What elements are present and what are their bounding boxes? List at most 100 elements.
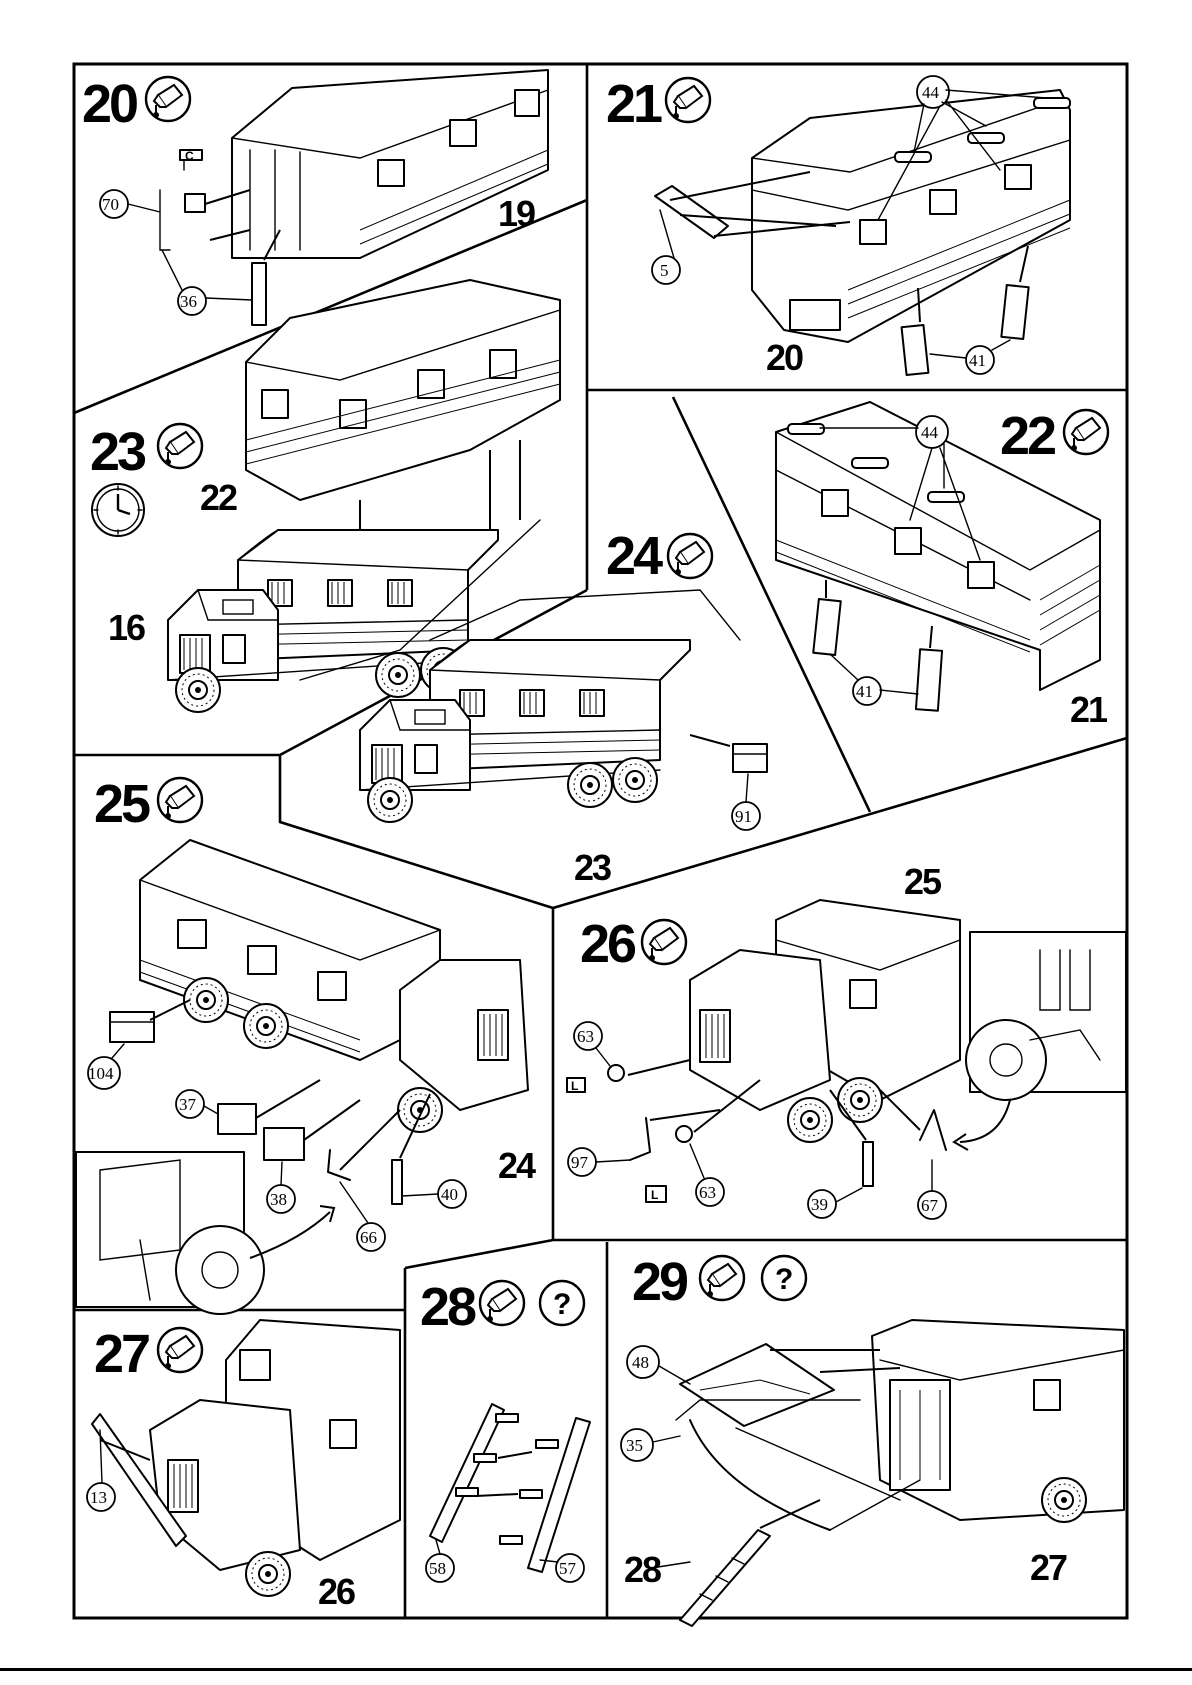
step-number: 23 [90,422,146,482]
part-104 [110,1000,190,1042]
step-number: 22 [1000,406,1055,466]
svg-text:41: 41 [856,682,873,701]
callout-67: 67 [918,1160,946,1219]
step-number: 24 [606,526,663,586]
callout-40: 40 [402,1180,466,1208]
step-28: 28 ? 58 57 [420,1277,590,1582]
glue-icon [668,534,712,578]
svg-text:5: 5 [660,261,669,280]
leader-28 [658,1562,690,1567]
clock-icon [92,484,144,536]
callout-70: 70 [100,190,160,218]
svg-text:91: 91 [735,807,752,826]
svg-text:66: 66 [360,1228,377,1247]
step-25: 25 [76,774,536,1314]
question-icon: ? [762,1256,806,1300]
step-26: 26 [567,861,1126,1219]
svg-text:36: 36 [180,292,197,311]
truck-assembly-26 [690,900,960,1142]
step-27: 27 13 26 [87,1320,400,1612]
svg-text:38: 38 [270,1190,287,1209]
assembly-label: 24 [498,1145,536,1186]
glue-icon [480,1281,524,1325]
step-number: 28 [420,1277,476,1337]
step-number: 29 [632,1252,688,1312]
callout-104: 104 [88,1044,124,1089]
flag-l-upper: L [567,1078,585,1093]
part-58 [430,1404,518,1542]
assembly-label: 27 [1030,1547,1067,1588]
part-48 [680,1344,900,1426]
flag-c: C [185,149,194,163]
svg-text:63: 63 [699,1183,716,1202]
svg-text:67: 67 [921,1196,939,1215]
callout-63: 63 [574,1022,610,1066]
assembly-label: 25 [904,861,942,902]
truck-assembly-25 [140,840,528,1132]
part-91 [690,735,767,772]
glue-icon [1064,410,1108,454]
step-22: 22 44 41 [776,402,1108,730]
callout-66: 66 [340,1182,385,1251]
svg-text:57: 57 [559,1559,577,1578]
callout-41: 41 [930,340,1010,374]
svg-text:63: 63 [577,1027,594,1046]
assembly-label: 21 [1070,689,1108,730]
svg-text:97: 97 [571,1153,589,1172]
step-29: 29 ? 48 [621,1252,1124,1626]
svg-text:37: 37 [179,1095,197,1114]
glue-icon [158,778,202,822]
callout-38: 38 [267,1162,295,1213]
callout-97: 97 [568,1148,630,1176]
question-icon: ? [540,1281,584,1325]
trailer-rear-29 [872,1320,1124,1522]
svg-text:44: 44 [922,83,940,102]
assembly-label: 20 [766,337,803,378]
callout-36: 36 [162,250,252,315]
callout-91: 91 [732,774,760,830]
svg-text:L: L [571,1079,578,1093]
step-number: 21 [606,74,662,134]
step-number: 20 [82,74,137,134]
assembly-label: 26 [318,1571,355,1612]
detail-inset-25 [76,1152,334,1314]
glue-icon [666,78,710,122]
part-28-ladder [680,1500,820,1626]
glue-icon [158,1328,202,1372]
part-57 [476,1418,590,1572]
part-66 [328,1110,400,1180]
callout-5: 5 [652,210,680,284]
glue-icon [146,77,190,121]
svg-text:104: 104 [88,1064,114,1083]
svg-text:39: 39 [811,1195,828,1214]
assembly-label: 28 [624,1549,661,1590]
detail-inset-26 [954,932,1126,1150]
part-38 [264,1100,360,1160]
glue-icon [700,1256,744,1300]
callout-63b: 63 [690,1144,724,1206]
svg-text:48: 48 [632,1353,649,1372]
callout-35: 35 [621,1429,680,1461]
callout-58: 58 [426,1540,454,1582]
svg-text:35: 35 [626,1436,643,1455]
assembly-label: 16 [108,607,145,648]
svg-text:?: ? [553,1288,571,1321]
assembly-label: 23 [574,847,611,888]
step-number: 26 [580,914,636,974]
flag-l-lower: L [646,1186,666,1202]
svg-text:44: 44 [921,423,939,442]
assembly-label: 22 [200,477,237,518]
svg-text:L: L [651,1188,658,1202]
callout-41: 41 [830,654,918,705]
step-number: 27 [94,1324,149,1384]
assembly-label: 19 [498,193,535,234]
page-bottom-rule [0,1668,1192,1671]
callout-48: 48 [627,1346,690,1384]
callout-39: 39 [808,1188,862,1218]
svg-text:13: 13 [90,1488,107,1507]
glue-icon [158,424,202,468]
step-number: 25 [94,774,150,834]
svg-text:40: 40 [441,1185,458,1204]
trailer-body-23 [246,280,560,560]
